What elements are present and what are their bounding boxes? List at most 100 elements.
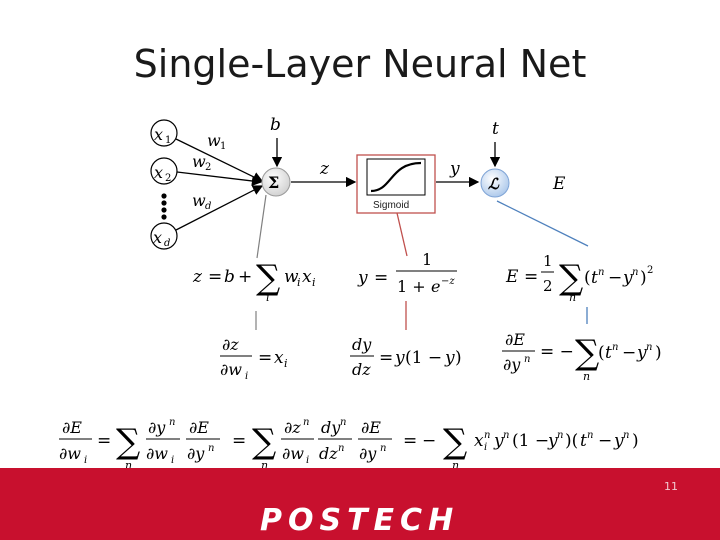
loss-node: ℒ <box>480 168 510 198</box>
svg-text:(: ( <box>584 268 591 288</box>
svg-text:x: x <box>274 348 284 368</box>
svg-text:n: n <box>587 430 593 441</box>
svg-text:d: d <box>205 201 211 212</box>
svg-text:x: x <box>154 125 163 144</box>
link-loss-to-eq <box>496 200 589 247</box>
svg-text:=: = <box>403 431 417 451</box>
svg-text:x: x <box>153 228 162 247</box>
svg-text:y: y <box>622 268 633 288</box>
svg-text:∂E: ∂E <box>505 330 525 349</box>
svg-text:E: E <box>505 267 519 287</box>
svg-text:w: w <box>284 267 299 287</box>
svg-text:n: n <box>503 430 509 441</box>
svg-text:∂w: ∂w <box>220 360 242 379</box>
svg-text:=: = <box>379 348 393 368</box>
svg-text:=: = <box>208 267 222 287</box>
sigmoid-box: Sigmoid <box>356 154 436 214</box>
link-sum-to-eq <box>256 194 267 259</box>
svg-text:x: x <box>474 431 484 451</box>
svg-text:): ) <box>655 343 662 363</box>
svg-text:x: x <box>302 267 312 287</box>
svg-text:=: = <box>524 267 538 287</box>
svg-text:n: n <box>484 430 490 441</box>
error-label: E <box>552 174 566 194</box>
footer-bar <box>0 468 720 540</box>
slide-title: Single-Layer Neural Net <box>133 42 587 86</box>
svg-text:∂w: ∂w <box>59 444 81 463</box>
svg-text:d: d <box>164 238 170 249</box>
edge-x2-sum <box>176 171 263 187</box>
svg-text:n: n <box>303 417 309 428</box>
svg-text:−: − <box>622 343 636 363</box>
svg-text:n: n <box>612 342 618 353</box>
svg-text:1 +: 1 + <box>397 277 426 296</box>
svg-text:): ) <box>455 348 462 368</box>
svg-text:∂y: ∂y <box>187 444 205 463</box>
svg-text:b: b <box>224 267 235 287</box>
svg-text:1: 1 <box>165 135 171 146</box>
svg-text:i: i <box>171 455 174 466</box>
svg-text:2: 2 <box>647 265 653 276</box>
svg-text:i: i <box>312 276 316 289</box>
svg-text:y: y <box>547 431 558 451</box>
svg-text:n: n <box>338 443 344 454</box>
edge-x1-sum <box>175 138 264 182</box>
svg-text:=: = <box>97 431 111 451</box>
z-label: z <box>319 159 330 179</box>
svg-text:∑: ∑ <box>559 258 583 298</box>
svg-text:Sigmoid: Sigmoid <box>373 200 409 211</box>
svg-text:): ) <box>632 431 639 451</box>
svg-text:∂E: ∂E <box>189 418 209 437</box>
svg-text:n: n <box>340 417 346 428</box>
svg-text:∂z: ∂z <box>284 418 301 437</box>
edge-xd-sum <box>175 185 264 231</box>
svg-text:∂z: ∂z <box>222 335 239 354</box>
svg-text:t: t <box>605 343 612 363</box>
svg-text:i: i <box>484 442 487 453</box>
link-sigmoid-to-eq <box>396 212 408 257</box>
svg-text:Σ: Σ <box>268 173 279 192</box>
svg-text:∂y: ∂y <box>148 418 166 437</box>
bias-label: b <box>270 115 281 135</box>
svg-text:e: e <box>431 277 440 296</box>
svg-text:∂E: ∂E <box>62 418 82 437</box>
svg-text:n: n <box>569 291 576 304</box>
svg-text:n: n <box>261 459 268 468</box>
svg-text:)(: )( <box>565 431 578 451</box>
svg-text:∂E: ∂E <box>361 418 381 437</box>
svg-text:y: y <box>636 343 647 363</box>
equation-dy-dz: dy dz = y (1 − y ) <box>350 335 462 379</box>
svg-text:+: + <box>238 267 252 287</box>
svg-text:−: − <box>422 431 436 451</box>
svg-text:z: z <box>192 267 203 287</box>
svg-text:y: y <box>357 268 368 288</box>
ellipsis-dots <box>161 193 167 220</box>
svg-text:n: n <box>380 443 386 454</box>
svg-text:i: i <box>297 276 301 289</box>
svg-text:=: = <box>232 431 246 451</box>
svg-text:∑: ∑ <box>252 422 276 462</box>
svg-text:∂w: ∂w <box>282 444 304 463</box>
equation-y-definition: y = 1 1 + e −z <box>357 250 457 296</box>
svg-text:−: − <box>598 431 612 451</box>
svg-text:w: w <box>207 131 221 150</box>
svg-text:−z: −z <box>441 276 455 287</box>
svg-text:(1 −: (1 − <box>512 431 549 451</box>
svg-text:n: n <box>598 267 604 278</box>
svg-text:y: y <box>394 348 405 368</box>
postech-logo: POSTECH <box>260 503 460 538</box>
svg-text:t: t <box>591 268 598 288</box>
svg-text:dz: dz <box>352 360 371 379</box>
svg-text:y: y <box>493 431 504 451</box>
svg-text:∑: ∑ <box>256 258 280 298</box>
svg-text:(: ( <box>598 343 605 363</box>
svg-text:∂y: ∂y <box>359 444 377 463</box>
